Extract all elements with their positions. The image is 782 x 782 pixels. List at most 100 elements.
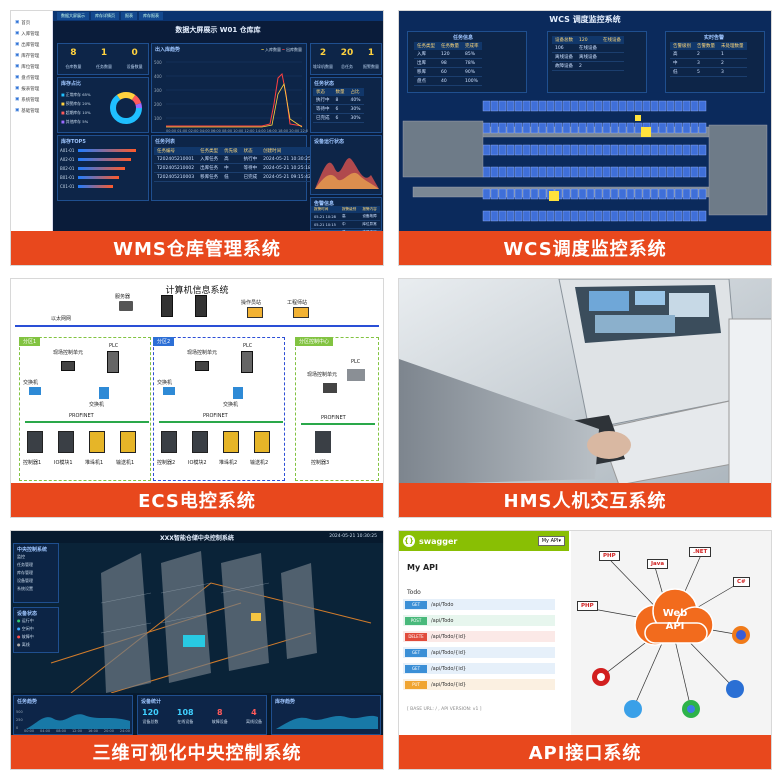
endpoint-row[interactable]: GET/api/Todo/{id} [403,647,555,658]
column-header: 120 [576,36,600,44]
table-header: 任务编号任务类型优先级状态创建时间 [154,147,314,155]
table-cell: 6 [335,106,339,112]
switch-icon [99,387,109,399]
rack-cell [490,100,499,112]
sidebar-item-label: 系统管理 [21,97,40,103]
endpoint-row[interactable]: GET/api/Todo [403,599,555,610]
stock-donut-chart [110,92,142,124]
column-header: 状态 [240,147,261,155]
field-device-label: 堆垛机1 [85,460,104,466]
cloud-word: Web [662,608,688,619]
sidebar-item[interactable]: ▣库位管理 [11,61,52,72]
legend-item: ■ 超期库存 10% [61,110,91,116]
tab[interactable]: 报表 [121,12,137,20]
legend-swatch: ■ [61,92,66,97]
sidebar-item[interactable]: ▣盘点管理 [11,72,52,83]
label-profinet: PROFINET [203,413,228,419]
rack-cell [674,122,683,134]
printer-icon [119,301,133,311]
menu-icon: ▣ [15,97,20,102]
rack-cell [650,122,659,134]
rack-cell [602,144,611,156]
legend-swatch: ■ [61,110,66,115]
menu-item[interactable]: 监控 [17,554,25,559]
endpoint-row[interactable]: DELETE/api/Todo/{id} [403,631,555,642]
sidebar-item[interactable]: ▣出库管理 [11,39,52,50]
rack-cell [578,166,587,178]
stat-value: 8 [70,48,77,58]
rack-cell [514,100,523,112]
3d-menu-panel: 中央控制系统 监控任务管理库存管理设备管理系统设置 [13,543,59,603]
sidebar-item[interactable]: ▣基础管理 [11,105,52,116]
endpoint-path: /api/Todo/{id} [431,665,467,672]
endpoint-row[interactable]: GET/api/Todo/{id} [403,663,555,674]
status-dot-icon: ● [17,634,22,639]
svg-text:100: 100 [154,116,162,121]
stat-label: 故障设备 [211,719,228,724]
device-status-item: ● 运行中 [17,618,34,626]
sidebar-item[interactable]: ▣系统管理 [11,94,52,105]
table-row[interactable]: 离线设备离线设备 [552,53,624,62]
status-dot-icon: ● [17,626,22,631]
caption-hms: HMS人机交互系统 [399,483,771,517]
rack-cell [514,166,523,178]
table-cell: 106 [555,45,564,51]
tick-label: 20:00 [103,729,115,733]
tab[interactable]: 数据大屏展示 [57,12,89,20]
svg-text:400: 400 [154,74,162,79]
swagger-header: {} swagger My API▾ [399,531,569,551]
menu-item[interactable]: 系统设置 [17,586,33,591]
rack-cell [482,122,491,134]
menu-item[interactable]: 设备管理 [17,578,33,583]
table-header: 任务类型任务数量完成率 [414,42,482,50]
tab[interactable]: 库存报表 [139,12,163,20]
rack-cell [642,166,651,178]
sidebar-item[interactable]: ▣库存管理 [11,50,52,61]
table-cell: 6 [335,115,339,121]
endpoint-row[interactable]: PUT/api/Todo/{id} [403,679,555,690]
sidebar-item[interactable]: ▣首页 [11,17,52,28]
api-select[interactable]: My API▾ [537,536,565,546]
rack-cell [554,210,563,222]
menu-item[interactable]: 库存管理 [17,570,33,575]
server-icon [161,295,173,317]
rack-cell [698,144,707,156]
api-heading: My API [407,563,438,572]
tab[interactable]: 库存详情页 [91,12,119,20]
rack-cell [570,100,579,112]
table-cell: 等待中 [316,107,330,112]
table-cell: 盘点 [417,79,426,84]
label-fieldunit: 现场控制单元 [53,350,84,356]
menu-item[interactable]: 任务管理 [17,562,33,567]
pallet [635,115,641,121]
sidebar-item[interactable]: ▣报表管理 [11,83,52,94]
top-row: C01-01 [60,182,146,191]
caption-3d: 三维可视化中央控制系统 [11,735,383,769]
label-operator: 操作员站 [241,300,262,306]
sidebar-item[interactable]: ▣入库管理 [11,28,52,39]
endpoint-row[interactable]: POST/api/Todo [403,615,555,626]
rack-cell [578,122,587,134]
rack-cell [594,166,603,178]
sidebar-item-label: 入库管理 [21,31,40,37]
api-group[interactable]: Todo [407,589,421,596]
zone-title: 分区2 [153,337,175,346]
